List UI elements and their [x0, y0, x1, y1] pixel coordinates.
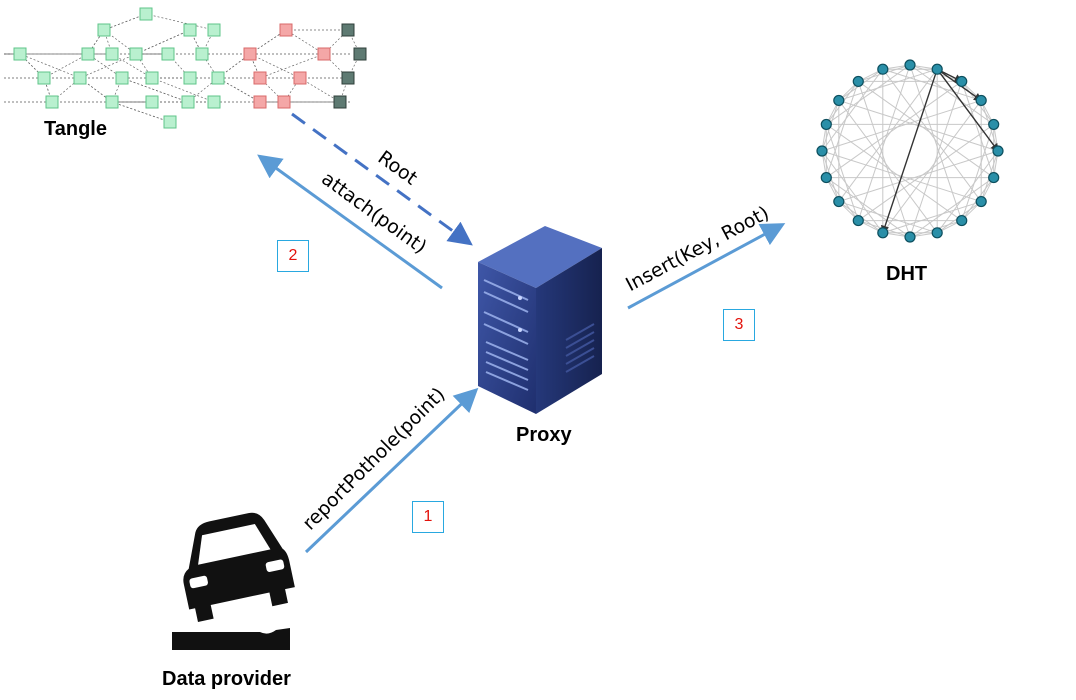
- server-icon: [478, 226, 602, 414]
- dht-node: [816, 145, 828, 157]
- dht-node: [820, 171, 832, 184]
- dht-node: [852, 214, 864, 227]
- tangle-node: [211, 71, 225, 85]
- tangle-node: [45, 95, 59, 109]
- tangle-node: [73, 71, 87, 85]
- tangle-node: [105, 95, 119, 109]
- dht-node: [877, 227, 889, 239]
- tangle-node: [37, 71, 51, 85]
- dht-node: [904, 59, 916, 71]
- dht-node: [988, 171, 1000, 184]
- tangle-node: [105, 47, 119, 61]
- tangle-node: [97, 23, 111, 37]
- dht-node: [852, 75, 864, 88]
- tangle-node: [341, 23, 355, 37]
- arrow-insert: [627, 223, 786, 310]
- tangle-node: [207, 23, 221, 37]
- step-2-box: 2: [277, 240, 309, 272]
- dht-node: [904, 231, 916, 243]
- tangle-node: [163, 115, 177, 129]
- tangle-node: [253, 95, 267, 109]
- tangle-node: [333, 95, 347, 109]
- dht-node: [833, 195, 845, 208]
- tangle-node: [243, 47, 257, 61]
- car-pothole-icon: [172, 512, 295, 650]
- tangle-node: [181, 95, 195, 109]
- tangle-node: [253, 71, 267, 85]
- tangle-node: [161, 47, 175, 61]
- tangle-node: [183, 23, 197, 37]
- tangle-node: [81, 47, 95, 61]
- tangle-node: [277, 95, 291, 109]
- step-1-box: 1: [412, 501, 444, 533]
- tangle-node: [139, 7, 153, 21]
- tangle-node: [183, 71, 197, 85]
- dht-node: [877, 63, 889, 75]
- tangle-node: [115, 71, 129, 85]
- dht-label: DHT: [886, 263, 928, 285]
- tangle-node: [341, 71, 355, 85]
- tangle-node: [207, 95, 221, 109]
- dht-node: [931, 63, 943, 75]
- arrow-attach: [257, 154, 443, 290]
- dht-node: [956, 75, 968, 88]
- dht-node: [956, 214, 968, 227]
- tangle-node: [353, 47, 367, 61]
- dht-node: [931, 227, 943, 239]
- data-provider-label: Data provider: [162, 668, 291, 690]
- tangle-node: [129, 47, 143, 61]
- tangle-node: [279, 23, 293, 37]
- tangle-graph-icon: [4, 7, 367, 129]
- tangle-node: [317, 47, 331, 61]
- tangle-node: [145, 95, 159, 109]
- dht-ring-icon: [816, 59, 1004, 243]
- proxy-label: Proxy: [516, 424, 572, 446]
- dht-node: [992, 145, 1004, 157]
- dht-node: [820, 118, 832, 131]
- step-3-box: 3: [723, 309, 755, 341]
- dht-node: [975, 94, 987, 107]
- tangle-node: [195, 47, 209, 61]
- tangle-label: Tangle: [44, 118, 107, 140]
- tangle-node: [293, 71, 307, 85]
- tangle-node: [145, 71, 159, 85]
- dht-node: [833, 94, 845, 107]
- tangle-node: [13, 47, 27, 61]
- dht-node: [975, 195, 987, 208]
- dht-node: [988, 118, 1000, 131]
- arrow-report: [304, 387, 479, 554]
- arrow-root: [291, 112, 473, 246]
